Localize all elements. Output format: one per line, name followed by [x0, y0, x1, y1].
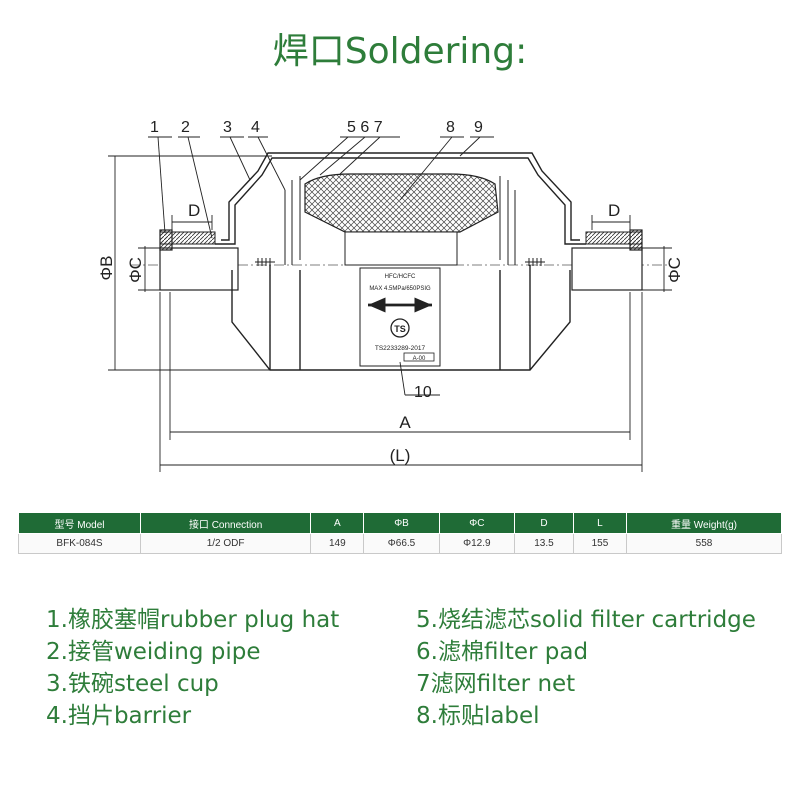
- col-phi-b: ΦB: [363, 512, 440, 534]
- dim-a: A: [399, 413, 411, 432]
- ts-mark: TS: [394, 324, 406, 334]
- legend-item-8: 8.标贴label: [416, 703, 540, 729]
- solid-filter-cartridge: [304, 173, 499, 233]
- dim-d-right: D: [608, 201, 620, 220]
- label-line1: HFC/HCFC: [385, 274, 416, 280]
- callout-1: 1: [150, 119, 159, 136]
- dim-d-left: D: [188, 201, 200, 220]
- cell-l: 155: [572, 533, 627, 554]
- cell-phi-c: Φ12.9: [438, 533, 516, 554]
- filter-drier-diagram: HFC/HCFC MAX 4.5MPa/650PSIG TS TS2233289…: [97, 119, 684, 472]
- cell-d: 13.5: [514, 533, 574, 554]
- dim-l: (L): [390, 446, 411, 465]
- callout-9: 9: [474, 119, 483, 136]
- label-line2: MAX 4.5MPa/650PSIG: [369, 286, 431, 292]
- page-title: 焊口Soldering:: [272, 31, 528, 72]
- rubber-plug-hat-left: [159, 231, 216, 245]
- callout-3: 3: [223, 119, 232, 136]
- legend-item-1: 1.橡胶塞帽rubber plug hat: [46, 607, 340, 633]
- col-a: A: [310, 512, 365, 534]
- callout-5-6-7: 5 6 7: [347, 119, 383, 136]
- rubber-plug-hat-right: [585, 231, 643, 245]
- col-model: 型号 Model: [18, 512, 141, 534]
- cell-a: 149: [310, 533, 365, 554]
- dim-phi-c-left: ΦC: [126, 257, 145, 283]
- table-row: BFK-084S 1/2 ODF 149 Φ66.5 Φ12.9 13.5 15…: [18, 533, 783, 554]
- col-weight: 重量 Weight(g): [625, 512, 783, 534]
- dim-phi-b: ΦB: [97, 256, 116, 281]
- cell-model: BFK-084S: [18, 533, 141, 554]
- legend-left: 1.橡胶塞帽rubber plug hat 2.接管weiding pipe 3…: [46, 604, 339, 732]
- spec-table: 型号 Model 接口 Connection A ΦB ΦC D L 重量 We…: [18, 512, 783, 554]
- steel-cup: [215, 152, 586, 371]
- col-l: L: [572, 512, 627, 534]
- dim-phi-c-right: ΦC: [665, 257, 684, 283]
- barrier: [255, 176, 545, 266]
- callout-4: 4: [251, 119, 260, 136]
- legend-item-6: 6.滤棉filter pad: [416, 639, 589, 665]
- legend-item-2: 2.接管weiding pipe: [46, 639, 261, 665]
- cartridge-core: [344, 231, 458, 266]
- legend-right: 5.烧结滤芯solid filter cartridge 6.滤棉filter …: [416, 604, 756, 732]
- legend-item-3: 3.铁碗steel cup: [46, 671, 219, 697]
- legend-item-7: 7滤网filter net: [416, 671, 576, 697]
- label-code: TS2233289-2017: [375, 345, 426, 352]
- label-plate: HFC/HCFC MAX 4.5MPa/650PSIG TS TS2233289…: [359, 267, 441, 367]
- label-model-tag: A-00: [413, 356, 426, 362]
- table-header-row: 型号 Model 接口 Connection A ΦB ΦC D L 重量 We…: [18, 512, 783, 534]
- callout-10: 10: [414, 384, 432, 401]
- cell-phi-b: Φ66.5: [363, 533, 440, 554]
- callout-2: 2: [181, 119, 190, 136]
- cell-weight: 558: [625, 533, 783, 554]
- col-connection: 接口 Connection: [139, 512, 312, 534]
- col-phi-c: ΦC: [438, 512, 516, 534]
- callout-8: 8: [446, 119, 455, 136]
- legend-item-5: 5.烧结滤芯solid filter cartridge: [416, 607, 756, 633]
- legend-item-4: 4.挡片barrier: [46, 703, 192, 729]
- cell-connection: 1/2 ODF: [139, 533, 312, 554]
- col-d: D: [514, 512, 574, 534]
